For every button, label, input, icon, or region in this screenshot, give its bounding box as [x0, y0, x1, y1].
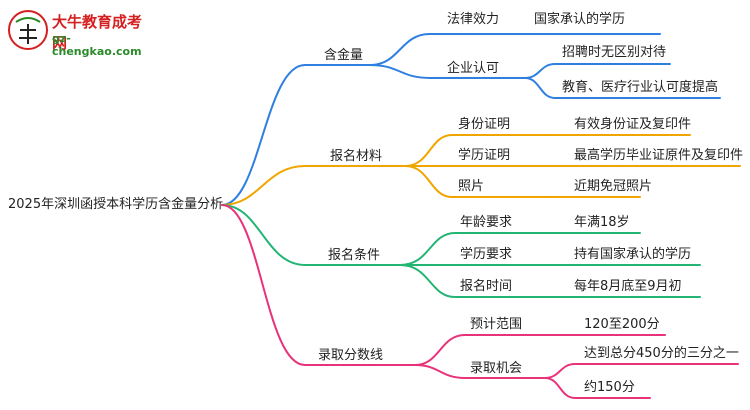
- leaf-node: 达到总分450分的三分之一: [584, 346, 739, 361]
- leaf-node: 年满18岁: [574, 215, 630, 230]
- child-node-education-requirement: 学历要求: [460, 247, 513, 262]
- leaf-node: 有效身份证及复印件: [574, 117, 692, 132]
- connector-b3-c1: [399, 232, 556, 266]
- connector-root-b1: [221, 64, 371, 206]
- connector-b3-c3: [399, 264, 556, 298]
- site-logo[interactable]: 大牛教育成考网 gz-chengkao.com: [6, 8, 156, 58]
- connector-b1-c2: [369, 64, 526, 79]
- branch-node-materials: 报名材料: [330, 149, 383, 164]
- logo-url: gz-chengkao.com: [52, 32, 142, 58]
- connector-b4-c2: [414, 364, 546, 379]
- leaf-node: 每年8月底至9月初: [574, 279, 682, 294]
- leaf-node: 教育、医疗行业认可度提高: [562, 80, 719, 95]
- branch-node-conditions: 报名条件: [328, 248, 381, 263]
- logo-title: 大牛教育成考网: [52, 13, 143, 52]
- child-node-id-proof: 身份证明: [458, 117, 511, 132]
- child-node-registration-time: 报名时间: [460, 279, 513, 294]
- leaf-node: 最高学历毕业证原件及复印件: [574, 148, 744, 163]
- connector-b2-c3: [404, 165, 551, 198]
- root-node: 2025年深圳函授本科学历含金量分析: [8, 197, 224, 212]
- connector-root-b4: [221, 204, 416, 366]
- leaf-node: 持有国家承认的学历: [574, 247, 692, 262]
- leaf-node: 约150分: [584, 380, 635, 395]
- branch-node-admission-score: 录取分数线: [318, 348, 384, 363]
- child-node-education-proof: 学历证明: [458, 148, 511, 163]
- connector-b4-c2-leaf2: [544, 377, 651, 399]
- leaf-node: 120至200分: [584, 317, 660, 332]
- leaf-node: 近期免冠照片: [574, 179, 653, 194]
- connector-b1-c2-leaf1: [524, 63, 671, 79]
- connector-root-b2: [221, 165, 406, 206]
- child-node-legal-effect: 法律效力: [447, 12, 500, 27]
- connector-b1-c2-leaf2: [524, 77, 721, 99]
- child-node-photo: 照片: [458, 179, 485, 194]
- child-node-age: 年龄要求: [460, 215, 513, 230]
- connector-b4-c2-leaf1: [544, 363, 739, 379]
- ox-logo-icon: [8, 10, 48, 50]
- branch-node-value: 含金量: [324, 48, 364, 63]
- connector-root-b3: [221, 204, 401, 266]
- connector-b2-c1: [404, 134, 551, 167]
- connector-b1-c1: [369, 33, 526, 66]
- child-node-employer-recognition: 企业认可: [447, 61, 500, 76]
- child-node-expected-range: 预计范围: [470, 317, 523, 332]
- connector-b4-c1: [414, 334, 561, 366]
- leaf-node: 国家承认的学历: [534, 12, 626, 27]
- child-node-admission-chance: 录取机会: [470, 361, 523, 376]
- leaf-node: 招聘时无区别对待: [562, 45, 667, 60]
